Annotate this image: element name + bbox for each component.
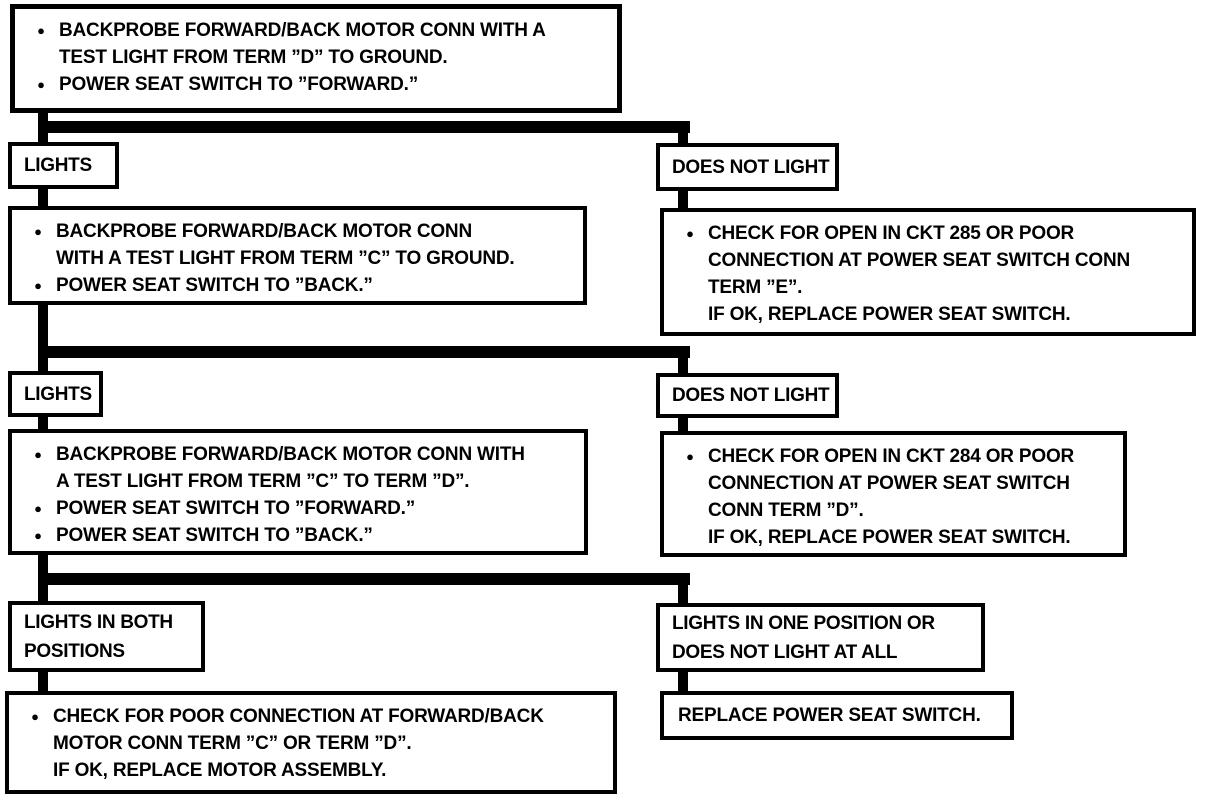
- connector-line: [38, 346, 690, 358]
- step-box-third-test: ● BACKPROBE FORWARD/BACK MOTOR CONN WITH…: [8, 429, 588, 555]
- instruction-line: BACKPROBE FORWARD/BACK MOTOR CONN WITH A: [59, 20, 546, 41]
- result-box-replace-switch: REPLACE POWER SEAT SWITCH.: [660, 691, 1014, 740]
- instruction-line: IF OK, REPLACE POWER SEAT SWITCH.: [708, 304, 1071, 325]
- outcome-label-does-not-light-2: DOES NOT LIGHT: [656, 373, 839, 418]
- instruction-line: IF OK, REPLACE POWER SEAT SWITCH.: [708, 527, 1071, 548]
- connector-line: [678, 573, 688, 607]
- instruction-line: IF OK, REPLACE MOTOR ASSEMBLY.: [53, 760, 387, 781]
- instruction-line: TEST LIGHT FROM TERM ”D” TO GROUND.: [59, 47, 448, 68]
- instruction-item: ● POWER SEAT SWITCH TO ”BACK.”: [20, 272, 577, 299]
- connector-line: [38, 121, 690, 133]
- instruction-line: MOTOR CONN TERM ”C” OR TERM ”D”.: [53, 733, 412, 754]
- outcome-label-text: LIGHTS IN ONE POSITION OR: [672, 612, 935, 634]
- bullet-icon: ●: [31, 709, 39, 724]
- instruction-item: ● POWER SEAT SWITCH TO ”FORWARD.”: [23, 71, 611, 98]
- step-box-initial-test: ● BACKPROBE FORWARD/BACK MOTOR CONN WITH…: [10, 4, 622, 113]
- instruction-line: REPLACE POWER SEAT SWITCH.: [678, 705, 981, 726]
- bullet-icon: ●: [34, 528, 42, 543]
- result-box-motor-assembly: ● CHECK FOR POOR CONNECTION AT FORWARD/B…: [5, 691, 617, 794]
- instruction-line: POWER SEAT SWITCH TO ”FORWARD.”: [59, 74, 419, 95]
- instruction-line: CONNECTION AT POWER SEAT SWITCH CONN: [708, 250, 1131, 271]
- outcome-label-lights-2: LIGHTS: [8, 371, 103, 417]
- outcome-label-does-not-light-1: DOES NOT LIGHT: [656, 143, 839, 191]
- instruction-line: BACKPROBE FORWARD/BACK MOTOR CONN: [56, 221, 472, 242]
- bullet-icon: ●: [686, 449, 694, 464]
- instruction-item: ● CHECK FOR POOR CONNECTION AT FORWARD/B…: [17, 703, 607, 784]
- bullet-icon: ●: [686, 226, 694, 241]
- instruction-line: POWER SEAT SWITCH TO ”BACK.”: [56, 525, 373, 546]
- instruction-line: POWER SEAT SWITCH TO ”BACK.”: [56, 275, 373, 296]
- connector-line: [678, 121, 688, 149]
- result-box-ckt-284: ● CHECK FOR OPEN IN CKT 284 OR POOR CONN…: [660, 431, 1127, 557]
- outcome-label-lights-1: LIGHTS: [8, 142, 119, 189]
- result-box-ckt-285: ● CHECK FOR OPEN IN CKT 285 OR POOR CONN…: [660, 208, 1196, 336]
- connector-line: [38, 667, 48, 695]
- instruction-line: CHECK FOR OPEN IN CKT 284 OR POOR: [708, 446, 1075, 467]
- instruction-item: ● CHECK FOR OPEN IN CKT 285 OR POOR CONN…: [672, 220, 1186, 328]
- outcome-label-text: DOES NOT LIGHT: [672, 156, 830, 178]
- instruction-item: ● BACKPROBE FORWARD/BACK MOTOR CONN WITH…: [20, 441, 578, 495]
- connector-line: [678, 186, 688, 212]
- instruction-line: WITH A TEST LIGHT FROM TERM ”C” TO GROUN…: [56, 248, 515, 269]
- instruction-line: CHECK FOR OPEN IN CKT 285 OR POOR: [708, 223, 1075, 244]
- outcome-label-text: POSITIONS: [24, 640, 125, 662]
- bullet-icon: ●: [37, 77, 45, 92]
- connector-line: [678, 413, 688, 435]
- outcome-label-text: DOES NOT LIGHT AT ALL: [672, 641, 898, 663]
- outcome-label-text: LIGHTS: [24, 383, 92, 405]
- step-box-second-test: ● BACKPROBE FORWARD/BACK MOTOR CONN WITH…: [8, 206, 587, 305]
- instruction-item: ● POWER SEAT SWITCH TO ”BACK.”: [20, 522, 578, 549]
- connector-line: [38, 573, 690, 585]
- instruction-line: A TEST LIGHT FROM TERM ”C” TO TERM ”D”.: [56, 471, 470, 492]
- outcome-label-lights-both-positions: LIGHTS IN BOTH POSITIONS: [8, 601, 205, 672]
- instruction-line: BACKPROBE FORWARD/BACK MOTOR CONN WITH: [56, 444, 525, 465]
- outcome-label-text: DOES NOT LIGHT: [672, 385, 830, 406]
- connector-line: [38, 412, 48, 433]
- bullet-icon: ●: [37, 23, 45, 38]
- instruction-item: ● CHECK FOR OPEN IN CKT 284 OR POOR CONN…: [672, 443, 1117, 551]
- instruction-item: ● BACKPROBE FORWARD/BACK MOTOR CONN WITH…: [20, 218, 577, 272]
- bullet-icon: ●: [34, 447, 42, 462]
- connector-line: [38, 184, 48, 210]
- bullet-icon: ●: [34, 224, 42, 239]
- outcome-label-text: LIGHTS: [24, 155, 92, 176]
- instruction-line: CONNECTION AT POWER SEAT SWITCH: [708, 473, 1070, 494]
- bullet-icon: ●: [34, 278, 42, 293]
- connector-line: [678, 667, 688, 695]
- instruction-line: CONN TERM ”D”.: [708, 500, 864, 521]
- bullet-icon: ●: [34, 501, 42, 516]
- outcome-label-lights-one-position: LIGHTS IN ONE POSITION OR DOES NOT LIGHT…: [656, 603, 985, 672]
- outcome-label-text: LIGHTS IN BOTH: [24, 611, 173, 633]
- connector-line: [678, 346, 688, 377]
- instruction-item: ● BACKPROBE FORWARD/BACK MOTOR CONN WITH…: [23, 17, 611, 71]
- instruction-item: ● POWER SEAT SWITCH TO ”FORWARD.”: [20, 495, 578, 522]
- instruction-line: POWER SEAT SWITCH TO ”FORWARD.”: [56, 498, 416, 519]
- instruction-line: CHECK FOR POOR CONNECTION AT FORWARD/BAC…: [53, 706, 544, 727]
- instruction-line: TERM ”E”.: [708, 277, 803, 298]
- connector-line: [38, 300, 48, 375]
